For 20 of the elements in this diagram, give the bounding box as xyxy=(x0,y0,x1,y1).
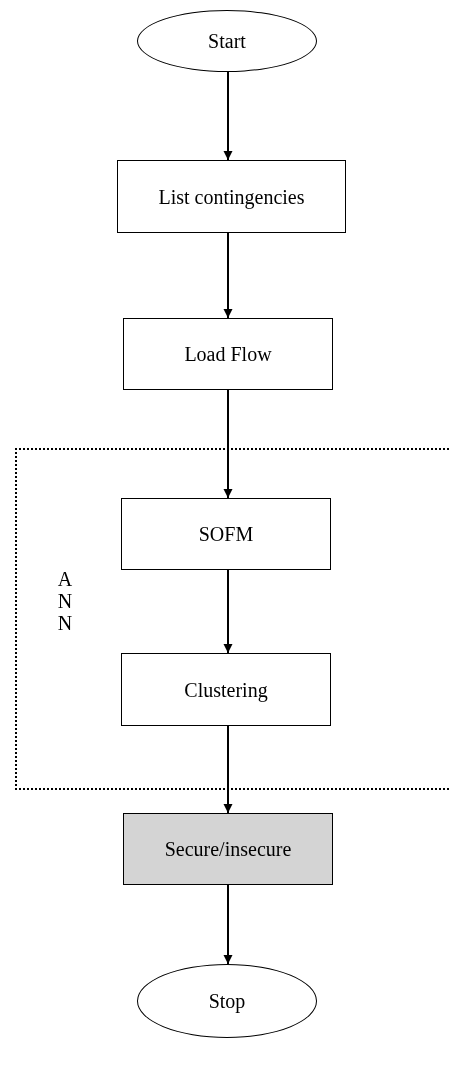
process-box xyxy=(117,160,346,233)
process-box xyxy=(123,318,333,390)
node-label: ANN xyxy=(56,568,74,634)
arrow xyxy=(223,725,233,814)
process-box xyxy=(121,653,331,726)
node-label: Stop xyxy=(208,989,246,1013)
arrow xyxy=(223,232,233,319)
shaded-process-box xyxy=(123,813,333,885)
arrow xyxy=(223,71,233,161)
node-label: SOFM xyxy=(198,522,254,546)
node-label: Secure/insecure xyxy=(164,837,292,861)
arrow xyxy=(223,884,233,965)
dotted-group-box xyxy=(15,448,449,790)
process-box xyxy=(121,498,331,570)
node-label: Start xyxy=(208,29,246,53)
node-label: Clustering xyxy=(184,677,268,702)
arrow xyxy=(223,389,233,499)
node-label: List contingencies xyxy=(158,184,305,209)
arrow xyxy=(223,569,233,654)
node-label: Load Flow xyxy=(184,342,272,366)
